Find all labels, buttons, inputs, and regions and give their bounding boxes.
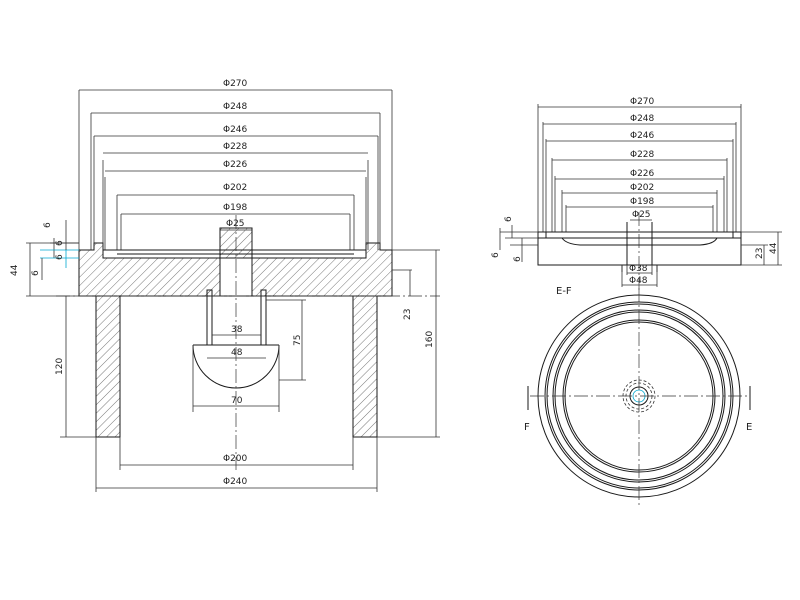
- dim-d202: Φ202: [223, 183, 247, 193]
- elev-dim-d246: Φ246: [630, 131, 655, 141]
- elev-dim-d202: Φ202: [630, 183, 654, 193]
- dim-23: 23: [403, 309, 413, 320]
- elevation-bottom-dims: [621, 265, 658, 287]
- elev-dim-d228: Φ228: [630, 150, 655, 160]
- elev-dim-6-b: 6: [491, 252, 501, 258]
- section-left-dims: [26, 220, 79, 297]
- elevation-diameter-dims: [538, 106, 741, 221]
- dim-d198: Φ198: [223, 203, 248, 213]
- section-inner-dims: [192, 334, 280, 412]
- elevation-body: [537, 212, 742, 290]
- section-marker-f: F: [524, 422, 530, 433]
- dim-6-upper: 6: [55, 254, 65, 260]
- dim-70: 70: [231, 396, 243, 406]
- dim-d240: Φ240: [223, 477, 248, 487]
- plan-view: E-F F E: [524, 286, 752, 505]
- section-extension-lines: [78, 90, 393, 296]
- elev-dim-d38: Φ38: [629, 264, 648, 274]
- section-right-dims: [266, 249, 440, 438]
- section-marker-e: E: [746, 422, 752, 433]
- top-elevation-view: Φ270 Φ248 Φ246 Φ228 Φ226 Φ202 Φ198 Φ25: [491, 97, 782, 290]
- elev-dim-d25: Φ25: [632, 210, 651, 220]
- elevation-left-dims: [499, 225, 538, 262]
- dim-160: 160: [425, 331, 435, 348]
- elev-dim-d270: Φ270: [630, 97, 655, 107]
- dim-75: 75: [293, 335, 303, 346]
- elev-dim-6-c: 6: [513, 256, 523, 262]
- elev-dim-23: 23: [755, 248, 765, 259]
- section-label-ef: E-F: [556, 286, 572, 297]
- section-cylinder: [95, 295, 378, 438]
- dim-38: 38: [231, 325, 243, 335]
- dim-6-lower: 6: [31, 270, 41, 276]
- dim-120: 120: [55, 358, 65, 375]
- dim-d248: Φ248: [223, 102, 248, 112]
- elev-dim-6-a: 6: [504, 216, 514, 222]
- elev-dim-44: 44: [769, 242, 779, 254]
- dim-d246: Φ246: [223, 125, 248, 135]
- dim-d25: Φ25: [226, 219, 245, 229]
- section-view: Φ270 Φ248 Φ246 Φ228 Φ226 Φ202 Φ198 Φ25: [10, 79, 440, 492]
- dim-d226: Φ226: [223, 160, 248, 170]
- elev-dim-d48: Φ48: [629, 276, 648, 286]
- section-bottom-dims: [95, 437, 378, 492]
- dim-d200: Φ200: [223, 454, 248, 464]
- elev-dim-d248: Φ248: [630, 114, 655, 124]
- dim-44: 44: [10, 264, 20, 276]
- dim-48: 48: [231, 348, 243, 358]
- dim-6-mid: 6: [55, 240, 65, 246]
- elevation-extension-lines: [537, 104, 742, 232]
- elev-dim-d226: Φ226: [630, 169, 655, 179]
- elev-dim-d198: Φ198: [630, 197, 655, 207]
- elevation-right-dims: [741, 231, 782, 266]
- dim-d228: Φ228: [223, 142, 248, 152]
- dim-d270: Φ270: [223, 79, 248, 89]
- dim-6-top: 6: [43, 222, 53, 228]
- section-plate: [78, 227, 393, 297]
- plan-hub-circle: [622, 379, 656, 413]
